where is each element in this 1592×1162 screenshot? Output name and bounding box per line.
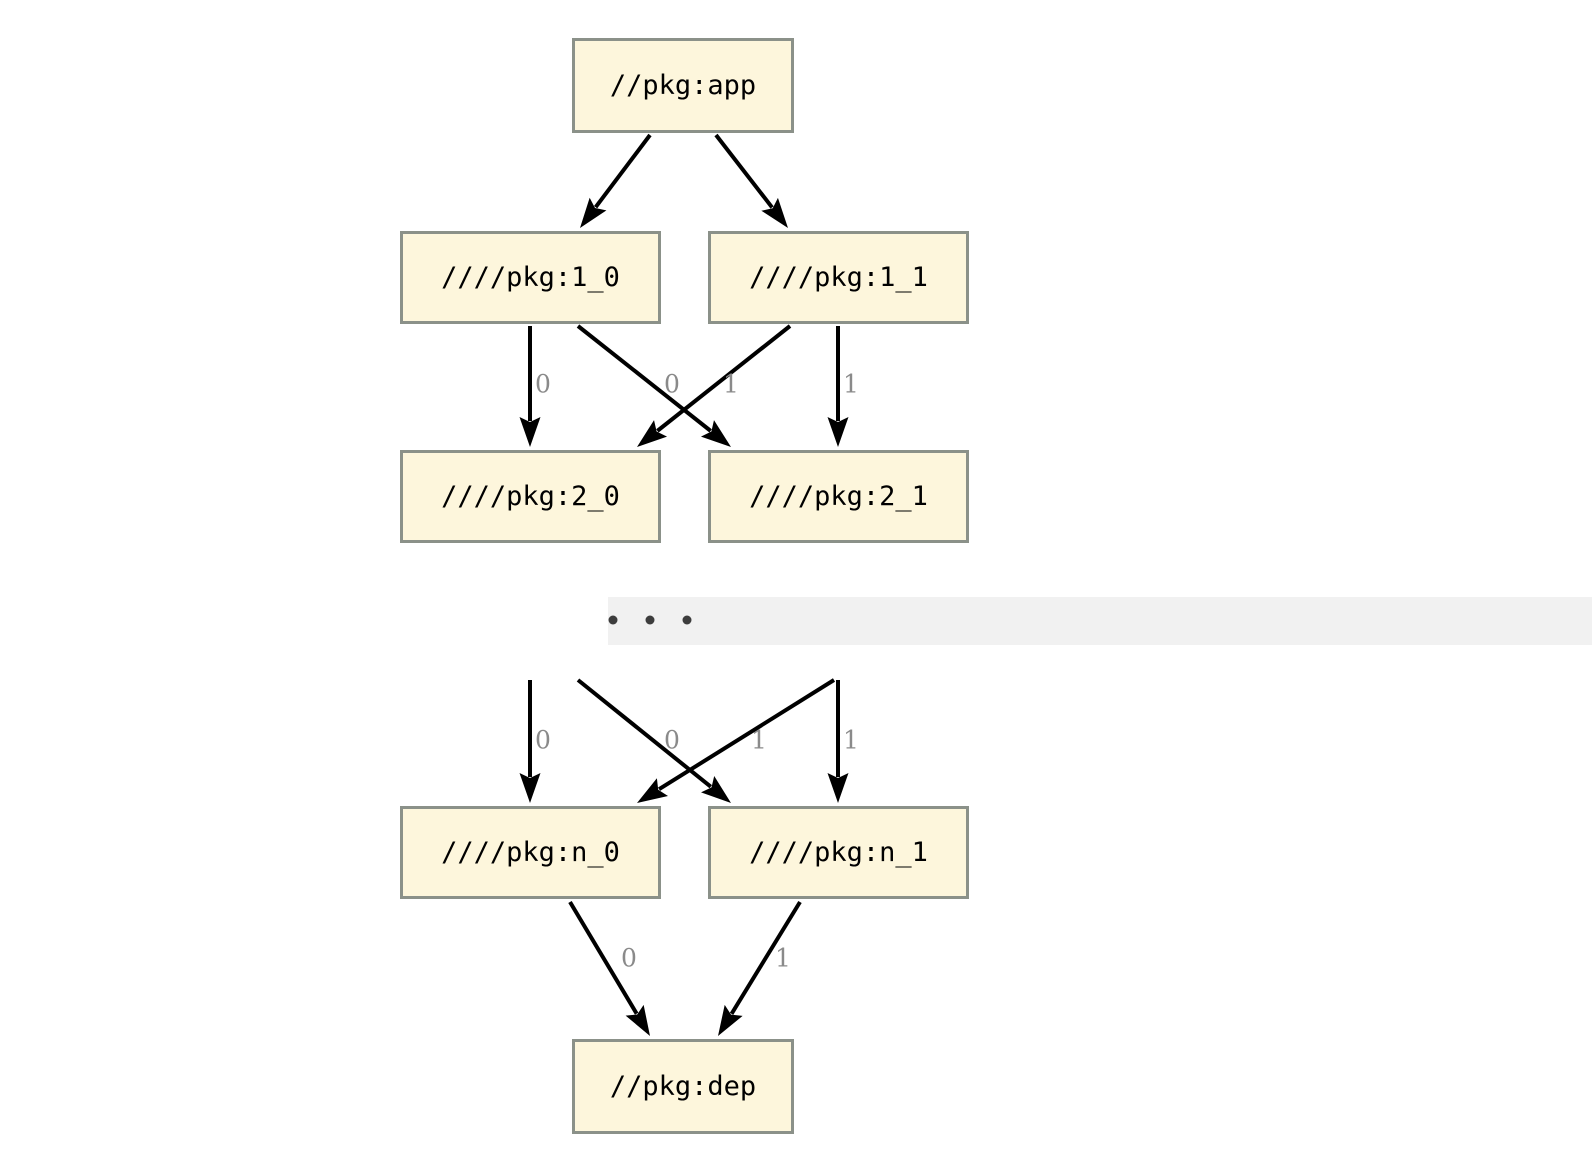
node-label-n1_0: ////pkg:1_0	[441, 262, 620, 293]
edge-arrowhead	[625, 1004, 650, 1036]
edge-label: 1	[775, 944, 791, 973]
edge-label: 0	[621, 944, 637, 973]
edge-arrowhead	[700, 420, 731, 447]
edge-app-to-n1_1[interactable]	[714, 133, 788, 228]
edge-arrowhead	[637, 420, 668, 447]
separator-layer	[608, 597, 1592, 645]
node-nn_1[interactable]: ////pkg:n_1	[708, 806, 969, 899]
edge-label: 0	[664, 370, 680, 399]
node-box-n1_0[interactable]	[400, 231, 661, 324]
node-label-nn_1: ////pkg:n_1	[749, 837, 928, 868]
ellipsis-dot-3	[682, 615, 692, 625]
edge-label: 0	[535, 370, 551, 399]
edge-n1_0-to-n2_1[interactable]: 0	[576, 324, 731, 447]
nodes-layer: //pkg:app ////pkg:1_0 ////pkg:1_1 ////pkg:2…	[400, 38, 969, 1134]
edge-nn_0-to-dep[interactable]: 0	[568, 900, 650, 1036]
edge-n1_1-to-n2_0[interactable]: 1	[637, 324, 792, 447]
edge-line	[657, 678, 836, 791]
edge-line	[729, 900, 802, 1015]
node-box-dep[interactable]	[572, 1039, 794, 1134]
edge-n1_0-to-n2_0[interactable]: 0	[519, 326, 551, 447]
edge-arrowhead	[637, 778, 669, 803]
edge-app-to-n1_0[interactable]	[580, 133, 652, 228]
edge-arrowhead	[827, 773, 849, 803]
node-nn_0[interactable]: ////pkg:n_0	[400, 806, 661, 899]
edges-layer: 0 0 1 1 0 0 1 1 0 1	[519, 133, 859, 1036]
edge-label: 1	[843, 726, 859, 755]
edge-line	[568, 900, 639, 1015]
node-box-nn_0[interactable]	[400, 806, 661, 899]
edge-label: 1	[751, 726, 767, 755]
edge-arrowhead	[718, 1004, 743, 1036]
edge-nn_1-to-dep[interactable]: 1	[718, 900, 802, 1036]
edge-arrowhead	[701, 776, 731, 803]
edge-arrowhead	[827, 417, 849, 447]
edge-arrowhead	[519, 773, 541, 803]
edge-label: 1	[843, 370, 859, 399]
node-n2_0[interactable]: ////pkg:2_0	[400, 450, 661, 543]
node-n1_0[interactable]: ////pkg:1_0	[400, 231, 661, 324]
node-box-nn_1[interactable]	[708, 806, 969, 899]
ellipsis-dot-2	[645, 615, 655, 625]
edge-label: 1	[723, 370, 739, 399]
edge-arrowhead	[519, 417, 541, 447]
node-dep[interactable]: //pkg:dep	[572, 1039, 794, 1134]
edge-arrowhead	[580, 197, 607, 228]
edge-line	[576, 324, 712, 433]
edge-upstream-to-nn_0[interactable]: 0	[519, 680, 551, 803]
node-box-n1_1[interactable]	[708, 231, 969, 324]
node-label-app: //pkg:app	[610, 70, 756, 101]
ellipsis-separator	[608, 597, 1592, 645]
ellipsis-dot-1	[608, 615, 618, 625]
node-app[interactable]: //pkg:app	[572, 38, 794, 133]
node-box-app[interactable]	[572, 38, 794, 133]
node-label-dep: //pkg:dep	[610, 1071, 756, 1102]
edge-label: 0	[664, 726, 680, 755]
node-label-n2_1: ////pkg:2_1	[749, 481, 928, 512]
node-label-n2_0: ////pkg:2_0	[441, 481, 620, 512]
edge-line	[656, 324, 792, 433]
edge-upstream-to-nn_1[interactable]: 1	[827, 680, 859, 803]
edge-line	[594, 133, 652, 209]
node-label-n1_1: ////pkg:1_1	[749, 262, 928, 293]
node-box-n2_0[interactable]	[400, 450, 661, 543]
node-label-nn_0: ////pkg:n_0	[441, 837, 620, 868]
node-n2_1[interactable]: ////pkg:2_1	[708, 450, 969, 543]
edge-n1_1-to-n2_1[interactable]: 1	[827, 326, 859, 447]
edge-label: 0	[535, 726, 551, 755]
edge-line	[714, 133, 774, 209]
edge-upstream-to-nn_0[interactable]: 1	[637, 678, 836, 803]
edge-arrowhead	[761, 197, 788, 228]
node-n1_1[interactable]: ////pkg:1_1	[708, 231, 969, 324]
node-box-n2_1[interactable]	[708, 450, 969, 543]
